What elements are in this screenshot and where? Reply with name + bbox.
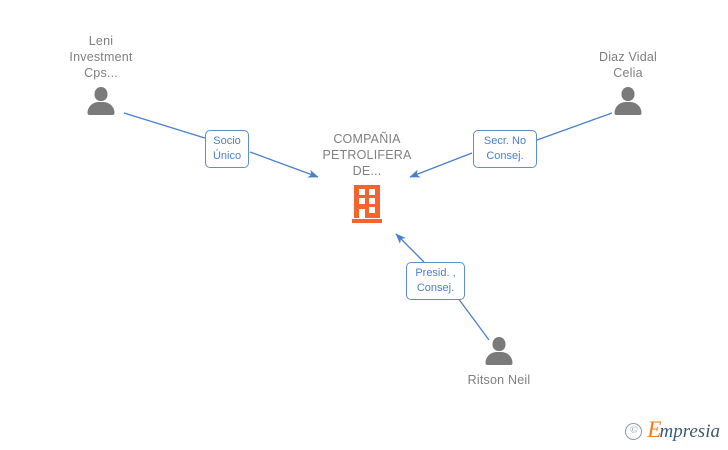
edge-label-socio-unico[interactable]: Socio Único <box>205 130 249 168</box>
person-head <box>492 337 506 351</box>
empresia-watermark: © E mpresia <box>625 417 720 442</box>
person-head <box>621 87 635 101</box>
person-body <box>87 102 115 115</box>
copyright-icon: © <box>625 422 643 440</box>
person-label-diaz: Diaz Vidal Celia <box>598 50 658 80</box>
person-icon <box>611 87 645 115</box>
brand-logo: E mpresia <box>647 417 720 442</box>
person-node-leni[interactable]: Leni Investment Cps... <box>57 33 145 115</box>
edge-ritson-to-company-arrow <box>395 233 425 263</box>
edge-diaz-to-company <box>536 112 613 141</box>
brand-initial: E <box>647 417 662 442</box>
building-base <box>352 219 382 223</box>
person-label-ritson: Ritson Neil <box>467 373 531 387</box>
building-window <box>369 207 375 213</box>
person-icon <box>84 87 118 115</box>
edge-leni-to-company <box>123 112 209 140</box>
brand-name: mpresia <box>659 421 720 442</box>
building-door <box>359 209 365 219</box>
building-window <box>359 198 365 204</box>
person-body <box>614 102 642 115</box>
person-body <box>485 352 513 365</box>
building-icon <box>352 185 382 223</box>
person-head <box>94 87 108 101</box>
person-icon <box>482 337 516 365</box>
building-window <box>369 189 375 195</box>
company-node[interactable]: COMPAÑIA PETROLIFERA DE... <box>292 131 442 223</box>
building-window <box>369 198 375 204</box>
person-node-diaz[interactable]: Diaz Vidal Celia <box>584 49 672 115</box>
building-tower <box>354 185 380 218</box>
person-node-ritson[interactable]: Ritson Neil <box>455 337 543 388</box>
edge-label-secr-no-consej[interactable]: Secr. No Consej. <box>473 130 537 168</box>
edge-ritson-to-company <box>454 293 490 341</box>
person-label-leni: Leni Investment Cps... <box>69 34 133 80</box>
edge-label-presid-consej[interactable]: Presid. , Consej. <box>406 262 465 300</box>
company-label: COMPAÑIA PETROLIFERA DE... <box>322 132 412 178</box>
building-window <box>359 189 365 195</box>
